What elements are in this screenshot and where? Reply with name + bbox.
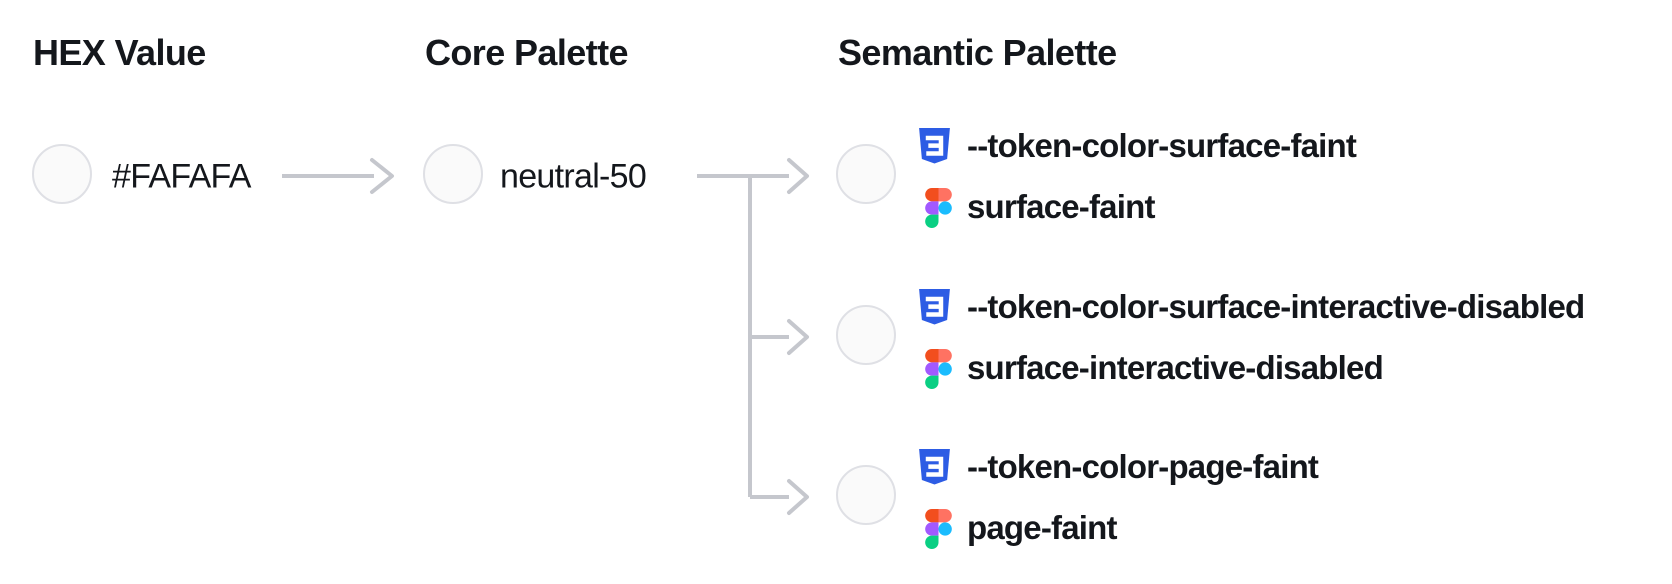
css3-shield-icon [919, 289, 950, 325]
hex-value-header: HEX Value [33, 32, 206, 73]
semantic-palette-header: Semantic Palette [838, 32, 1117, 73]
arrowhead-branch-3 [787, 479, 809, 515]
arrowhead-hex-to-core [370, 158, 394, 194]
arrowhead-branch-2 [787, 319, 809, 355]
semantic-color-swatch [836, 305, 896, 365]
css-token-label: --token-color-surface-interactive-disabl… [967, 288, 1585, 326]
figma-logo-icon [925, 349, 952, 389]
core-color-swatch [423, 144, 483, 204]
arrowhead-branch-1 [787, 158, 809, 194]
core-palette-header: Core Palette [425, 32, 628, 73]
figma-logo-icon [925, 188, 952, 228]
css3-shield-icon [919, 128, 950, 164]
semantic-color-swatch [836, 144, 896, 204]
css-token-label: --token-color-page-faint [967, 448, 1319, 486]
figma-logo-icon [925, 509, 952, 549]
figma-token-label: surface-interactive-disabled [967, 349, 1384, 387]
figma-token-label: surface-faint [967, 188, 1155, 226]
figma-token-label: page-faint [967, 509, 1117, 547]
core-palette-label: neutral-50 [500, 157, 647, 196]
hex-value-label: #FAFAFA [112, 157, 251, 196]
css-token-label: --token-color-surface-faint [967, 127, 1357, 165]
hex-color-swatch [32, 144, 92, 204]
css3-shield-icon [919, 449, 950, 485]
semantic-color-swatch [836, 465, 896, 525]
